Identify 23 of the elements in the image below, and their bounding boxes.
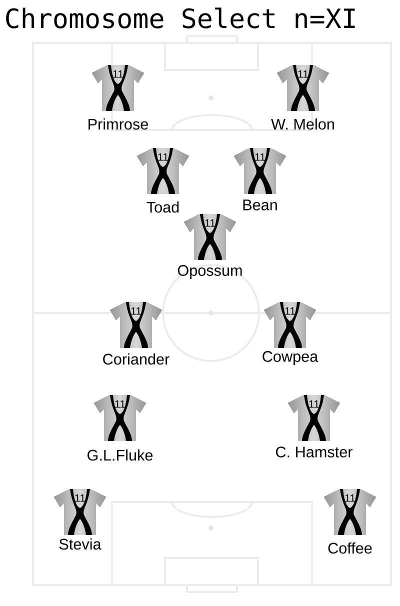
- player-name: Coriander: [103, 353, 170, 365]
- jersey-drawing: 11: [54, 489, 106, 535]
- player-name: C. Hamster: [276, 446, 352, 458]
- player-name: Stevia: [59, 538, 102, 550]
- jersey-drawing: 11: [94, 395, 146, 441]
- jersey-drawing: 11: [110, 302, 162, 348]
- jersey-drawing: 11: [288, 395, 340, 441]
- player-name: W. Melon: [271, 118, 334, 130]
- player-name: Opossum: [178, 265, 242, 279]
- jersey-drawing: 11: [92, 65, 144, 111]
- title: Chromosome Select n=XI: [6, 8, 355, 28]
- jersey-drawing: 11: [137, 148, 189, 194]
- player-name: G.L.Fluke: [88, 449, 153, 461]
- jersey-drawing: 11: [324, 489, 376, 535]
- player-name: Cowpea: [262, 351, 318, 365]
- jersey-drawing: 11: [184, 214, 236, 260]
- player-name: Coffee: [328, 542, 372, 554]
- jersey-drawing: 11: [234, 148, 286, 194]
- player-name: Primrose: [88, 118, 148, 130]
- player-name: Bean: [243, 200, 277, 210]
- player-name: Toad: [146, 201, 179, 213]
- jersey-drawing: 11: [264, 302, 316, 348]
- jersey-drawing: 11: [277, 65, 329, 111]
